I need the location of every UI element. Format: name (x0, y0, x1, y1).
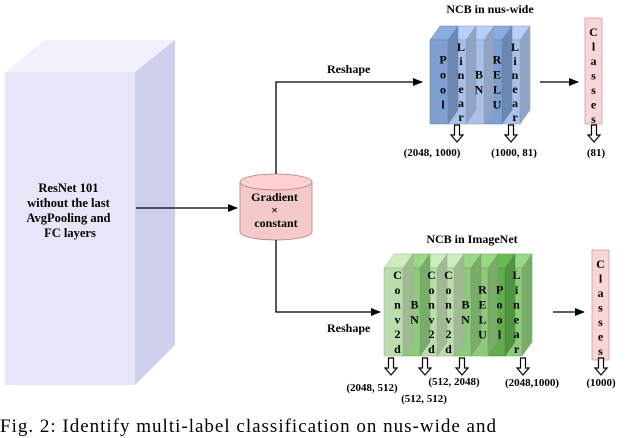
arrow-to-ncb-nus (275, 78, 423, 174)
imagenet-classes-arrow (593, 357, 609, 376)
nus-dim-0: (2048, 1000) (404, 147, 461, 159)
imagenet-dim-1: (512, 512) (401, 393, 447, 405)
imagenet-dim-0: (2048, 512) (346, 382, 398, 394)
backbone-front-face (5, 72, 135, 385)
reshape-label-top: Reshape (327, 62, 371, 76)
ncb-imagenet-title: NCB in ImageNet (426, 232, 517, 246)
nus-layer-front (429, 39, 449, 125)
diagram-canvas: ResNet 101 without the last AvgPooling a… (5, 2, 616, 405)
nus-classes-arrow (586, 124, 602, 143)
arrow-to-ncb-imagenet (275, 240, 381, 316)
nus-classes-dim: (81) (587, 147, 606, 159)
gradient-cylinder: Gradient × constant (239, 173, 313, 241)
imagenet-layer-front (383, 267, 404, 357)
nus-dim-arrow-0 (449, 124, 465, 143)
cylinder-body (239, 181, 313, 241)
nus-dim-1: (1000, 81) (491, 147, 537, 159)
nus-dim-arrow-1 (503, 124, 519, 143)
imagenet-dim-arrow-3 (515, 357, 531, 376)
imagenet-layer-0 (383, 253, 414, 357)
imagenet-dim-arrow-0 (383, 357, 399, 376)
backbone-side-face (135, 40, 175, 385)
nus-layer-0 (429, 25, 459, 125)
imagenet-classes-dim: (1000) (586, 377, 616, 389)
imagenet-layer-side (521, 253, 533, 357)
backbone-block: ResNet 101 without the last AvgPooling a… (5, 40, 175, 385)
cylinder-top (239, 173, 313, 191)
imagenet-dim-arrow-2 (454, 357, 470, 376)
ncb-nus-title: NCB in nus-wide (446, 2, 534, 16)
figure-caption: Fig. 2: Identify multi-label classificat… (0, 416, 497, 437)
gradient-label: Gradient × constant (251, 190, 301, 230)
backbone-label: ResNet 101 without the last AvgPooling a… (26, 181, 113, 240)
reshape-label-bottom: Reshape (327, 321, 371, 335)
nus-layer-side (519, 25, 531, 125)
backbone-top-face (5, 40, 175, 72)
imagenet-dim-arrow-1 (417, 357, 433, 376)
imagenet-dim-2: (512, 2048) (428, 376, 480, 388)
imagenet-dim-3: (2048,1000) (505, 377, 559, 389)
